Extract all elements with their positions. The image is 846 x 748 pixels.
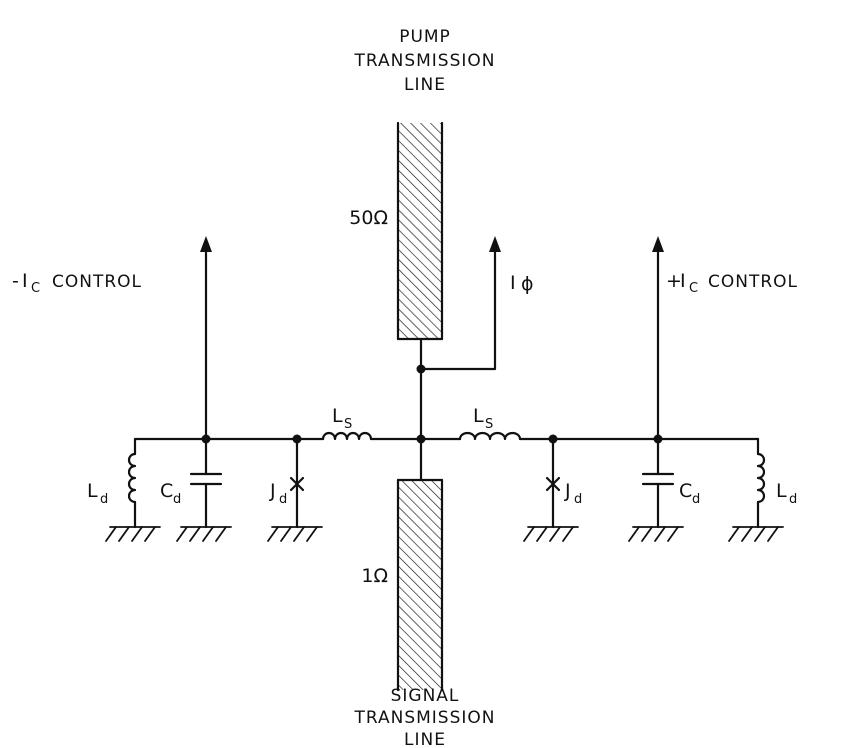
capacitor-left-symbol: C bbox=[160, 480, 173, 502]
node-dot bbox=[416, 434, 426, 444]
series-inductor-right-symbol: L bbox=[473, 405, 484, 427]
shunt-inductor-left bbox=[127, 452, 137, 504]
control-left-arrow-icon bbox=[200, 236, 212, 252]
control-left-text: CONTROL bbox=[52, 272, 142, 292]
signal-transmission-line bbox=[398, 480, 442, 690]
signal-title-line-1: SIGNAL bbox=[391, 686, 460, 706]
series-inductor-right-label: L S bbox=[473, 405, 493, 432]
series-inductor-left-label: L S bbox=[332, 405, 352, 432]
flux-bias-subscript: ϕ bbox=[521, 273, 534, 295]
junction-right-subscript: d bbox=[574, 492, 582, 507]
control-right-subscript: C bbox=[689, 281, 698, 296]
series-inductor-right bbox=[458, 431, 522, 441]
capacitor-right-subscript: d bbox=[692, 492, 700, 507]
signal-line-title: SIGNAL TRANSMISSION LINE bbox=[353, 686, 495, 748]
ground-icon bbox=[523, 526, 579, 542]
capacitor-left-subscript: d bbox=[173, 492, 181, 507]
junction-right-symbol: J bbox=[564, 480, 571, 502]
control-right-symbol: I bbox=[680, 270, 686, 292]
junction-left-cross-icon bbox=[289, 476, 305, 492]
pump-title-line-3: LINE bbox=[404, 75, 446, 95]
control-right-sign: + bbox=[666, 270, 682, 292]
pump-transmission-line bbox=[398, 123, 442, 339]
ground-icon bbox=[728, 526, 784, 542]
control-left-symbol: I bbox=[22, 270, 28, 292]
capacitor-right-label: C d bbox=[679, 480, 700, 507]
capacitor-right-symbol: C bbox=[679, 480, 692, 502]
ground-icon bbox=[628, 526, 684, 542]
shunt-inductor-right-subscript: d bbox=[789, 492, 797, 507]
ground-icon bbox=[267, 526, 323, 542]
node-dot bbox=[653, 434, 663, 444]
shunt-inductor-left-subscript: d bbox=[100, 492, 108, 507]
shunt-inductor-left-label: L d bbox=[87, 480, 108, 507]
control-right-text: CONTROL bbox=[708, 272, 798, 292]
node-dot bbox=[416, 364, 426, 374]
junction-right-cross-icon bbox=[545, 476, 561, 492]
series-inductor-left-symbol: L bbox=[332, 405, 343, 427]
flux-bias-wire bbox=[419, 248, 497, 371]
control-right-label: + I C CONTROL bbox=[666, 270, 798, 296]
series-inductor-left bbox=[321, 431, 373, 441]
shunt-inductor-right-symbol: L bbox=[776, 480, 787, 502]
junction-left-label: J d bbox=[269, 480, 287, 507]
control-left-label: - I C CONTROL bbox=[12, 270, 142, 296]
control-left-subscript: C bbox=[31, 281, 40, 296]
ground-icon bbox=[176, 526, 232, 542]
signal-title-line-2: TRANSMISSION bbox=[353, 708, 495, 728]
signal-title-line-3: LINE bbox=[404, 730, 446, 748]
flux-bias-symbol: I bbox=[510, 272, 516, 294]
series-inductor-left-subscript: S bbox=[344, 417, 352, 432]
ground-icon bbox=[105, 526, 161, 542]
shunt-inductor-left-symbol: L bbox=[87, 480, 98, 502]
pump-impedance-label: 50Ω bbox=[349, 207, 388, 229]
control-left-sign: - bbox=[12, 270, 19, 292]
pump-line-title: PUMP TRANSMISSION LINE bbox=[353, 27, 495, 95]
control-right-arrow-icon bbox=[652, 236, 664, 252]
junction-left-subscript: d bbox=[279, 492, 287, 507]
shunt-inductor-right-label: L d bbox=[776, 480, 797, 507]
junction-left-symbol: J bbox=[269, 480, 276, 502]
flux-bias-arrow-icon bbox=[489, 236, 501, 252]
node-dot bbox=[292, 434, 302, 444]
junction-right-label: J d bbox=[564, 480, 582, 507]
node-dot bbox=[548, 434, 558, 444]
pump-title-line-2: TRANSMISSION bbox=[353, 51, 495, 71]
signal-impedance-label: 1Ω bbox=[361, 565, 388, 587]
capacitor-left-label: C d bbox=[160, 480, 181, 507]
flux-bias-label: I ϕ bbox=[510, 272, 534, 295]
series-inductor-right-subscript: S bbox=[485, 417, 493, 432]
shunt-inductor-right bbox=[756, 452, 766, 504]
node-dot bbox=[201, 434, 211, 444]
pump-title-line-1: PUMP bbox=[399, 27, 451, 47]
